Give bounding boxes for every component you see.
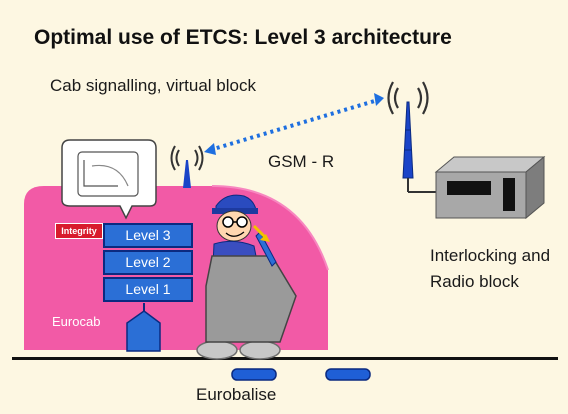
console-monitor [255,231,277,267]
eurocab-computer [126,310,161,352]
driver-console [205,255,297,343]
gsm-r-label: GSM - R [268,152,335,171]
wheel-front-left [196,340,238,360]
trackside-radio-tower [387,81,436,193]
eurobalise-left [231,368,277,381]
track-rail [12,357,558,360]
interlocking-box [434,155,546,220]
level-2-box: Level 2 [103,250,193,275]
diagram-title: Optimal use of ETCS: Level 3 architectur… [34,26,452,49]
train-antenna [183,160,191,188]
level-3-box: Level 3 [103,223,193,248]
interlocking-label-line2: Radio block [430,272,519,291]
level-1-box: Level 1 [103,277,193,302]
wheel-front-right [239,340,281,360]
eurobalise-label: Eurobalise [196,385,277,404]
eurobalise-right [325,368,371,381]
eurocab-label: Eurocab [52,314,101,329]
cab-display-screen [77,151,139,197]
radio-link [209,98,379,152]
cab-signalling-label: Cab signalling, virtual block [50,76,256,95]
integrity-badge: Integrity [55,223,103,239]
interlocking-label-line1: Interlocking and [430,246,551,265]
